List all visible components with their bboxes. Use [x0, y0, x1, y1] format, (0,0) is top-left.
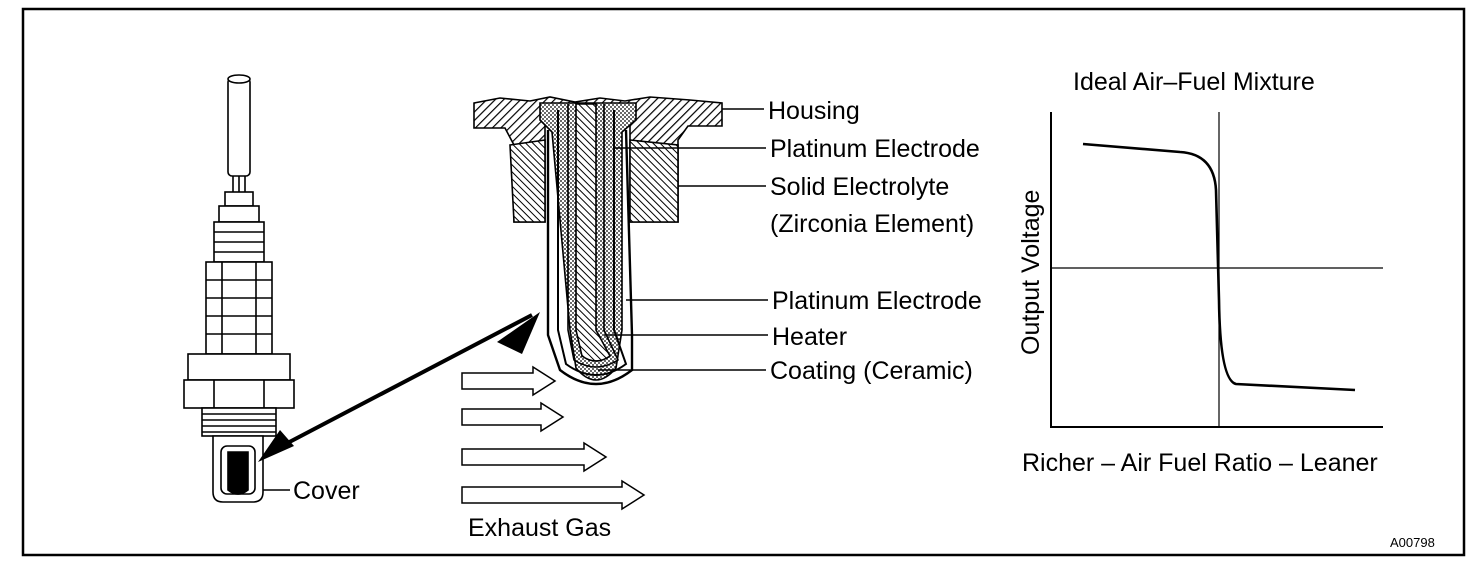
exhaust-gas-label: Exhaust Gas	[468, 514, 611, 542]
sensor-body	[205, 261, 273, 355]
figure-border	[21, 7, 1466, 557]
graph-x-label: Richer – Air Fuel Ratio – Leaner	[1022, 449, 1378, 477]
exhaust-arrow-1	[461, 365, 557, 397]
heater-core	[575, 103, 612, 362]
sensor-cross-section	[473, 96, 723, 386]
label-housing: Housing	[768, 97, 860, 125]
exhaust-arrow-2	[461, 401, 565, 433]
inner-platinum-electrode	[567, 104, 620, 368]
exhaust-flow-arrows	[461, 365, 646, 511]
outer-platinum-electrode	[557, 110, 628, 376]
label-platinum-electrode-outer: Platinum Electrode	[770, 135, 980, 163]
exhaust-arrow-3	[461, 441, 608, 473]
exhaust-arrow-4	[461, 479, 646, 511]
graph-title: Ideal Air–Fuel Mixture	[1073, 68, 1315, 96]
label-solid-electrolyte: Solid Electrolyte	[770, 173, 949, 201]
voltage-curve	[1082, 142, 1356, 392]
label-zirconia-element: (Zirconia Element)	[770, 210, 974, 238]
figure-code: A00798	[1390, 535, 1435, 550]
label-platinum-electrode-inner: Platinum Electrode	[772, 287, 982, 315]
sensor-wire	[227, 77, 251, 177]
sensor-hex-nut	[187, 353, 291, 381]
label-heater: Heater	[772, 323, 847, 351]
graph-y-label: Output Voltage	[1017, 190, 1045, 355]
oxygen-sensor-illustration	[183, 74, 295, 503]
output-voltage-graph: Ideal Air–Fuel Mixture Output Voltage Ri…	[1017, 68, 1383, 477]
cover-label: Cover	[293, 477, 360, 505]
cross-section-leaders	[598, 108, 768, 371]
detail-pointer-arrow	[258, 312, 540, 462]
label-coating: Coating (Ceramic)	[770, 357, 973, 385]
